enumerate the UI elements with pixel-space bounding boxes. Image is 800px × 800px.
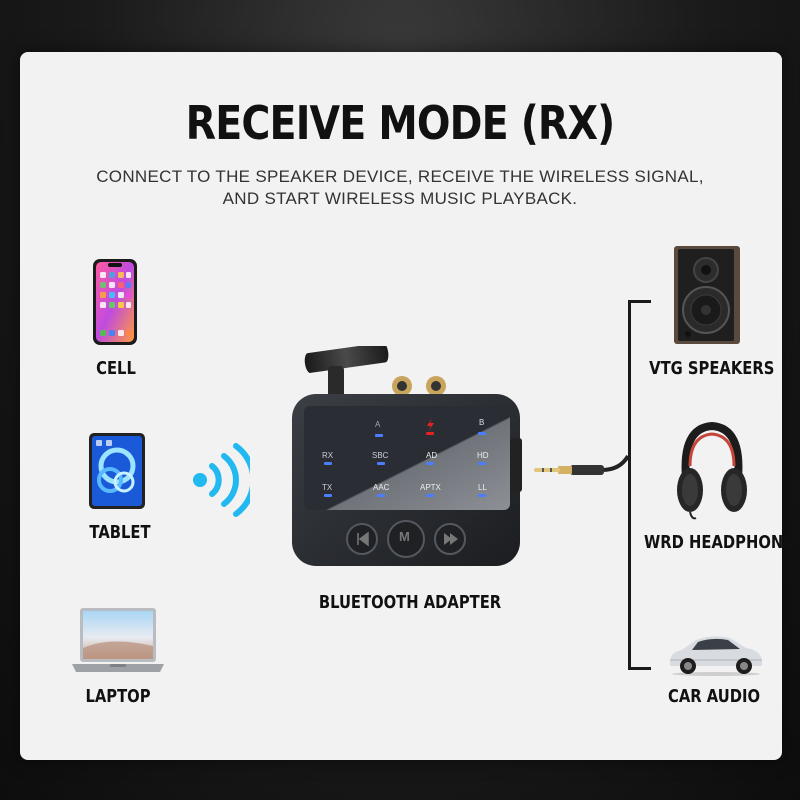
led-label-rx: RX xyxy=(322,451,334,460)
headphones-icon xyxy=(677,421,747,520)
led-label-a: A xyxy=(375,420,381,429)
device-label: BLUETOOTH ADAPTER xyxy=(318,592,502,613)
source-label-cell: CELL xyxy=(96,358,136,379)
led-label-b: B xyxy=(479,418,485,427)
laptop-icon xyxy=(72,608,164,672)
output-label-car: CAR AUDIO xyxy=(667,686,760,707)
subtitle-line-2: AND START WIRELESS MUSIC PLAYBACK. xyxy=(222,189,578,208)
led-label-aptx: APTX xyxy=(420,483,441,492)
output-label-headphones: WRD HEADPHONES xyxy=(644,532,800,553)
aux-cable-icon xyxy=(534,454,630,475)
output-label-speakers: VTG SPEAKERS xyxy=(649,358,775,379)
page-subtitle: CONNECT TO THE SPEAKER DEVICE, RECEIVE T… xyxy=(0,166,800,210)
phone-icon xyxy=(93,259,137,345)
led-label-hd: HD xyxy=(477,451,489,460)
source-label-tablet: TABLET xyxy=(89,522,151,543)
bluetooth-adapter-device xyxy=(292,346,522,566)
led-label-aac: AAC xyxy=(373,483,390,492)
car-icon xyxy=(670,636,762,676)
led-label-ll: LL xyxy=(478,483,487,492)
tablet-icon xyxy=(89,433,145,509)
output-bracket xyxy=(628,300,651,670)
subtitle-line-1: CONNECT TO THE SPEAKER DEVICE, RECEIVE T… xyxy=(96,167,704,186)
source-label-laptop: LAPTOP xyxy=(85,686,151,707)
wireless-signal-icon xyxy=(193,443,250,517)
page-title: RECEIVE MODE (RX) xyxy=(185,96,616,150)
led-label-sbc: SBC xyxy=(372,451,389,460)
speaker-icon xyxy=(674,246,740,344)
led-label-tx: TX xyxy=(322,483,333,492)
mode-button: M xyxy=(399,529,410,544)
led-label-ad: AD xyxy=(426,451,438,460)
